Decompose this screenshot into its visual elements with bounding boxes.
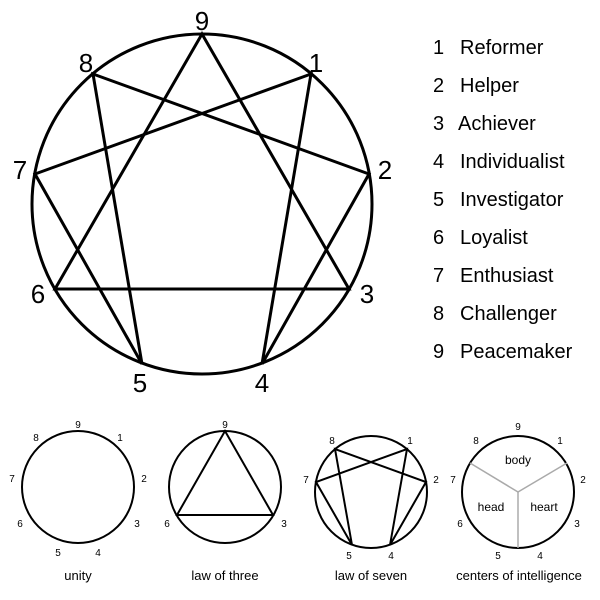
legend-num-6: 6	[433, 227, 444, 249]
law-of-seven-circle	[314, 435, 428, 549]
centers-label-9: 9	[515, 422, 521, 433]
legend-label-4: Individualist	[460, 151, 565, 173]
centers-label-6: 6	[457, 519, 463, 530]
type-legend: 1 Reformer 2 Helper 3 Achiever 4 Individ…	[433, 37, 573, 363]
legend-label-7: Enthusiast	[460, 265, 554, 287]
centers-label-head: head	[478, 500, 505, 514]
legend-num-4: 4	[433, 151, 444, 173]
legend-num-8: 8	[433, 303, 444, 325]
legend-num-9: 9	[433, 341, 444, 363]
legend-label-3: Achiever	[458, 113, 536, 135]
unity-diagram: 9 1 2 3 4 5 6 7 8 unity	[9, 420, 147, 583]
legend-num-7: 7	[433, 265, 444, 287]
main-point-labels: 9 1 2 3 4 5 6 7 8	[13, 6, 392, 398]
law-of-seven-point-labels: 1 2 4 5 7 8	[303, 436, 439, 562]
legend-num-1: 1	[433, 37, 444, 59]
main-label-2: 2	[378, 155, 392, 185]
main-label-7: 7	[13, 155, 27, 185]
centers-label-8: 8	[473, 436, 479, 447]
legend-label-5: Investigator	[460, 189, 564, 211]
legend-num-3: 3	[433, 113, 444, 135]
centers-divider-left	[469, 462, 519, 493]
centers-divider-right	[517, 462, 568, 493]
unity-label-8: 8	[33, 433, 39, 444]
main-enneagram	[30, 30, 374, 376]
main-label-6: 6	[31, 279, 45, 309]
law-of-three-point-labels: 9 3 6	[164, 420, 287, 530]
main-label-9: 9	[195, 6, 209, 36]
main-triangle-9-3-6	[52, 30, 352, 291]
centers-label-4: 4	[537, 551, 543, 562]
unity-label-7: 7	[9, 474, 15, 485]
law-of-seven-label-1: 1	[407, 436, 413, 447]
main-label-4: 4	[255, 368, 269, 398]
law-of-seven-label-8: 8	[329, 436, 335, 447]
legend-label-9: Peacemaker	[460, 341, 573, 363]
law-of-three-caption: law of three	[191, 568, 258, 583]
centers-label-7: 7	[450, 475, 456, 486]
legend-label-6: Loyalist	[460, 227, 528, 249]
legend-label-1: Reformer	[460, 37, 544, 59]
centers-label-heart: heart	[530, 500, 558, 514]
law-of-three-label-6: 6	[164, 519, 170, 530]
law-of-three-diagram: 9 3 6 law of three	[164, 420, 287, 583]
law-of-three-triangle	[175, 428, 275, 516]
centers-label-1: 1	[557, 436, 563, 447]
centers-point-labels: 9 1 2 3 4 5 6 7 8	[450, 422, 586, 562]
centers-label-5: 5	[495, 551, 501, 562]
law-of-three-label-3: 3	[281, 519, 287, 530]
main-label-5: 5	[133, 368, 147, 398]
law-of-seven-label-7: 7	[303, 475, 309, 486]
unity-circle	[21, 430, 135, 544]
main-label-3: 3	[360, 279, 374, 309]
law-of-seven-label-4: 4	[388, 551, 394, 562]
unity-label-6: 6	[17, 519, 23, 530]
unity-label-3: 3	[134, 519, 140, 530]
unity-point-labels: 9 1 2 3 4 5 6 7 8	[9, 420, 147, 559]
unity-caption: unity	[64, 568, 92, 583]
main-label-1: 1	[309, 48, 323, 78]
unity-label-9: 9	[75, 420, 81, 431]
law-of-seven-label-5: 5	[346, 551, 352, 562]
law-of-three-label-9: 9	[222, 420, 228, 431]
unity-label-2: 2	[141, 474, 147, 485]
centers-diagram: body head heart 9 1 2 3 4 5 6 7 8 center…	[450, 422, 586, 583]
law-of-seven-diagram: 1 2 4 5 7 8 law of seven	[303, 435, 439, 583]
centers-caption: centers of intelligence	[456, 568, 582, 583]
main-label-8: 8	[79, 48, 93, 78]
centers-label-2: 2	[580, 475, 586, 486]
centers-label-body: body	[505, 453, 531, 467]
law-of-seven-label-2: 2	[433, 475, 439, 486]
main-circle	[30, 32, 374, 376]
legend-num-5: 5	[433, 189, 444, 211]
unity-label-5: 5	[55, 548, 61, 559]
centers-label-3: 3	[574, 519, 580, 530]
unity-label-4: 4	[95, 548, 101, 559]
unity-label-1: 1	[117, 433, 123, 444]
law-of-three-circle	[168, 430, 282, 544]
law-of-seven-hexad	[314, 447, 428, 546]
main-hexad-1-4-2-8-5-7	[32, 71, 372, 365]
centers-dividers	[469, 462, 568, 548]
legend-num-2: 2	[433, 75, 444, 97]
law-of-seven-caption: law of seven	[335, 568, 407, 583]
legend-label-8: Challenger	[460, 303, 557, 325]
legend-label-2: Helper	[460, 75, 519, 97]
